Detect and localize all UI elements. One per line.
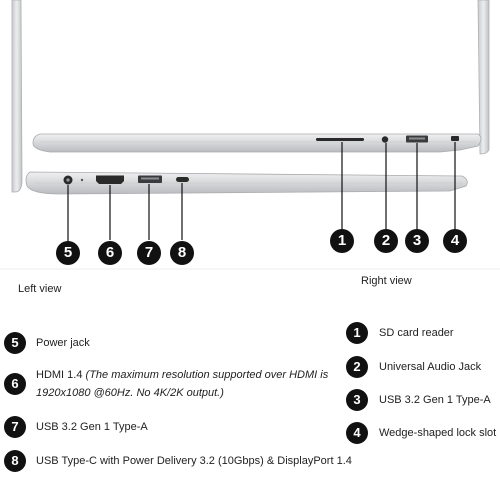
right-lid [477,0,490,155]
right-view-chassis [32,133,482,153]
callout-badge-2: 2 [374,229,398,253]
left-view-chassis [25,171,468,195]
legend-label-lock-slot: Wedge-shaped lock slot [379,427,497,439]
callout-badge-4: 4 [443,229,467,253]
callout-badge-1: 1 [330,229,354,253]
callout-badge-7: 7 [137,241,161,265]
usb-c-port [176,177,189,182]
legend-label-sd-card: SD card reader [379,327,454,339]
legend-badge-2: 2 [346,356,368,378]
lock-slot-port [451,136,459,141]
right-view-title: Right view [361,275,412,287]
audio-jack-port [381,136,389,143]
legend-badge-3: 3 [346,389,368,411]
legend-label-usb-c: USB Type-C with Power Delivery 3.2 (10Gb… [36,455,352,467]
legend-label-usb-a-right: USB 3.2 Gen 1 Type-A [379,394,491,406]
legend-badge-5: 5 [4,332,26,354]
legend-label-power-jack: Power jack [36,337,90,349]
laptop-side-views-illustration [0,0,500,270]
left-lid [11,0,23,193]
legend-badge-1: 1 [346,322,368,344]
callout-badge-8: 8 [170,241,194,265]
legend-badge-8: 8 [4,450,26,472]
hdmi-port [96,175,124,184]
legend-label-audio-jack: Universal Audio Jack [379,361,482,373]
right-leader-lines [341,142,456,230]
legend-item-hdmi: HDMI 1.4 (The maximum resolution support… [36,366,336,402]
legend-label-hdmi: HDMI 1.4 [36,369,83,381]
left-leader-lines [67,183,183,242]
callout-badge-6: 6 [98,241,122,265]
legend-note-hdmi-line2: 1920x1080 @60Hz. No 4K/2K output.) [36,387,224,399]
legend-badge-6: 6 [4,373,26,395]
legend-label-usb-a-left: USB 3.2 Gen 1 Type-A [36,421,148,433]
legend-note-hdmi-line1: (The maximum resolution supported over H… [85,369,329,381]
left-view-title: Left view [18,283,62,295]
legend-badge-4: 4 [346,422,368,444]
callout-badge-3: 3 [405,229,429,253]
sd-card-slot-port [316,138,364,141]
legend-badge-7: 7 [4,416,26,438]
callout-badge-5: 5 [56,241,80,265]
